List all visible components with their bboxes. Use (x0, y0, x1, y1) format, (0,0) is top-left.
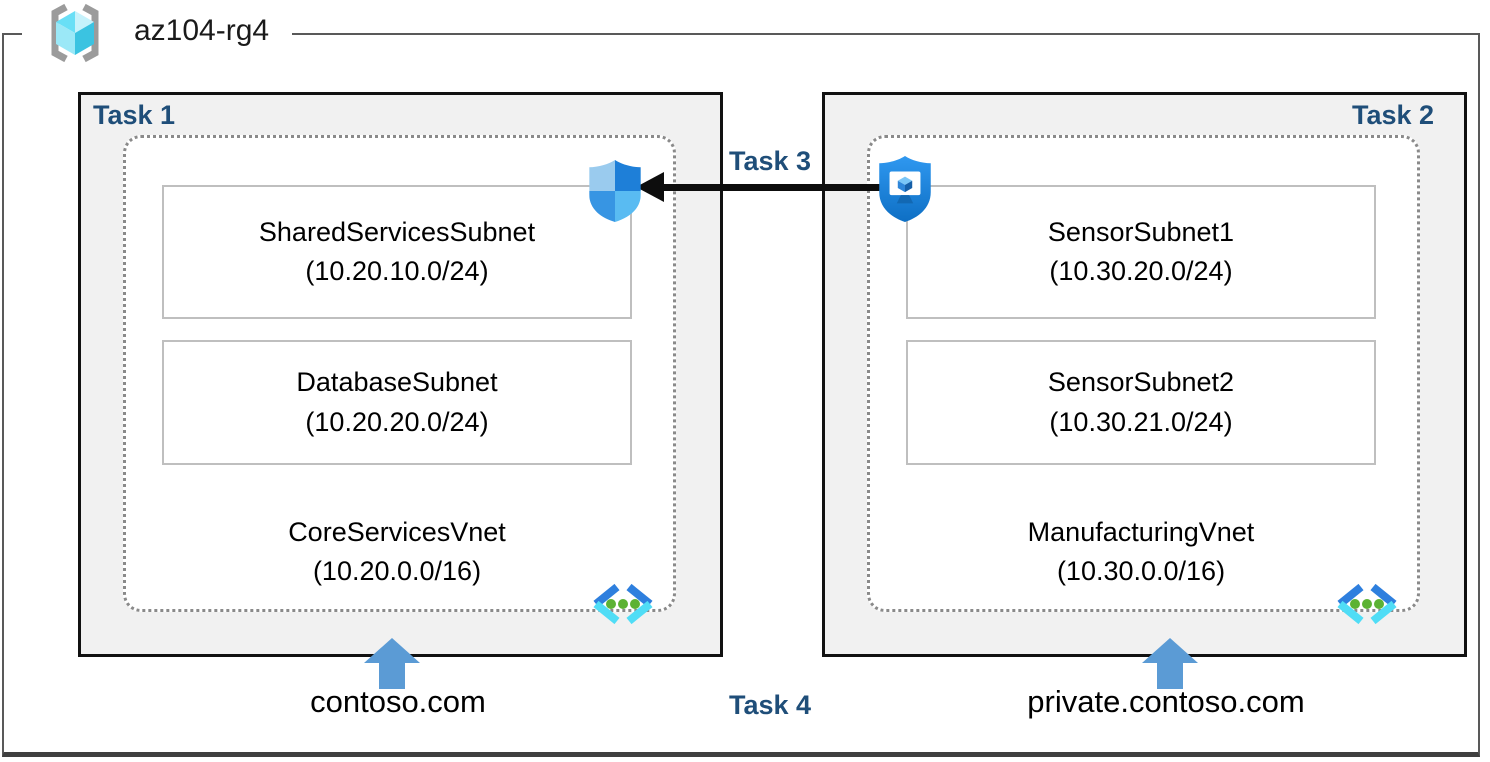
frame-top-segment (2, 33, 22, 35)
contoso-dns-label: contoso.com (310, 684, 486, 719)
resource-group-icon (38, 2, 112, 64)
virtual-network-icon (588, 583, 658, 625)
task3-label: Task 3 (728, 146, 812, 176)
resource-group-name: az104-rg4 (134, 14, 270, 47)
arrow-head (364, 638, 420, 663)
subnet-cidr: (10.20.20.0/24) (305, 406, 489, 437)
subnet-name: DatabaseSubnet (296, 367, 498, 398)
arrow-shaft (379, 663, 405, 689)
task4-label: Task 4 (728, 690, 812, 720)
coreservices-vnet-name: CoreServicesVnet (10.20.0.0/16) (162, 513, 632, 591)
subnet-cidr: (10.30.20.0/24) (1049, 256, 1233, 286)
subnet-cidr: (10.30.21.0/24) (1049, 406, 1233, 437)
arrow-head (1142, 638, 1198, 663)
virtual-network-icon (1332, 583, 1402, 625)
task1-label: Task 1 (93, 100, 176, 130)
subnet-box-sensor1: SensorSubnet1 (10.30.20.0/24) (906, 185, 1376, 319)
subnet-cidr: (10.20.10.0/24) (305, 256, 489, 286)
up-arrow-icon (1142, 638, 1198, 689)
arrow-shaft (1157, 663, 1183, 689)
vnet-name-text: CoreServicesVnet (288, 517, 506, 547)
subnet-box-database: DatabaseSubnet (10.20.20.0/24) (162, 340, 632, 465)
manufacturing-vnet-name: ManufacturingVnet (10.30.0.0/16) (906, 513, 1376, 591)
vnet-name-text: ManufacturingVnet (1027, 517, 1255, 547)
subnet-box-sharedservices: SharedServicesSubnet (10.20.10.0/24) (162, 185, 632, 319)
network-security-group-shield-icon (586, 159, 644, 223)
peering-arrow-line (660, 184, 892, 191)
bastion-shield-icon (876, 155, 934, 223)
resource-group-frame (2, 33, 1480, 757)
private-contoso-dns-label: private.contoso.com (1027, 684, 1305, 719)
frame-top-segment (292, 33, 1480, 35)
task2-label: Task 2 (1352, 100, 1435, 130)
subnet-box-sensor2: SensorSubnet2 (10.30.21.0/24) (906, 340, 1376, 465)
vnet-cidr-text: (10.20.0.0/16) (312, 556, 482, 587)
subnet-name: SharedServicesSubnet (258, 216, 536, 247)
subnet-name: SensorSubnet1 (1047, 216, 1235, 247)
subnet-name: SensorSubnet2 (1047, 367, 1235, 398)
vnet-cidr-text: (10.30.0.0/16) (1056, 556, 1226, 587)
up-arrow-icon (364, 638, 420, 689)
